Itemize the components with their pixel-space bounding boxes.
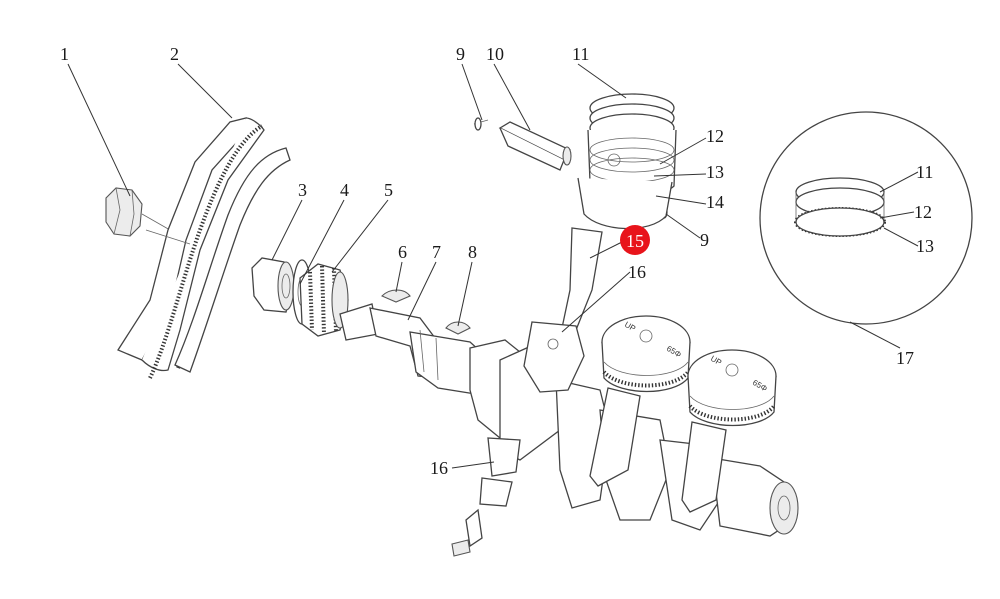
part-piston-pin xyxy=(498,121,572,171)
label-5[interactable]: 5 xyxy=(384,180,393,200)
highlight-marker-15[interactable]: 15 xyxy=(620,225,650,255)
part-piston-assembled-1: UP 65Φ xyxy=(589,315,691,487)
part-circlip-left xyxy=(473,117,489,131)
part-key-6 xyxy=(381,289,411,303)
label-11-detail[interactable]: 11 xyxy=(916,162,933,182)
detail-circle-ring-set xyxy=(759,111,973,325)
label-10[interactable]: 10 xyxy=(486,44,504,64)
label-15[interactable]: 15 xyxy=(626,231,644,251)
label-12-main[interactable]: 12 xyxy=(706,126,724,146)
label-16-upper[interactable]: 16 xyxy=(628,262,646,282)
label-9-top[interactable]: 9 xyxy=(456,44,465,64)
label-11-main[interactable]: 11 xyxy=(572,44,589,64)
label-8[interactable]: 8 xyxy=(468,242,477,262)
label-13-main[interactable]: 13 xyxy=(706,162,724,182)
label-2[interactable]: 2 xyxy=(170,44,179,64)
leader-lines xyxy=(67,63,919,469)
label-6[interactable]: 6 xyxy=(398,242,407,262)
part-gear xyxy=(299,263,349,337)
part-piston-assembled-2: UP 65Φ xyxy=(681,349,777,513)
label-13-detail[interactable]: 13 xyxy=(916,236,934,256)
part-flywheel xyxy=(117,117,291,379)
label-7[interactable]: 7 xyxy=(432,242,441,262)
label-1[interactable]: 1 xyxy=(60,44,69,64)
label-9-right[interactable]: 9 xyxy=(700,230,709,250)
part-bearing xyxy=(251,257,295,313)
callout-labels: 1 2 3 4 5 6 7 8 9 10 11 12 13 14 9 16 16… xyxy=(60,44,934,478)
part-nut xyxy=(105,187,171,237)
highlight-circle xyxy=(620,225,650,255)
part-connecting-rod xyxy=(451,227,603,557)
label-4[interactable]: 4 xyxy=(340,180,349,200)
part-key-8 xyxy=(445,321,471,335)
label-14[interactable]: 14 xyxy=(706,192,724,212)
label-17[interactable]: 17 xyxy=(896,348,914,368)
label-3[interactable]: 3 xyxy=(298,180,307,200)
part-piston-top xyxy=(577,93,677,230)
label-16-lower[interactable]: 16 xyxy=(430,458,448,478)
label-12-detail[interactable]: 12 xyxy=(914,202,932,222)
